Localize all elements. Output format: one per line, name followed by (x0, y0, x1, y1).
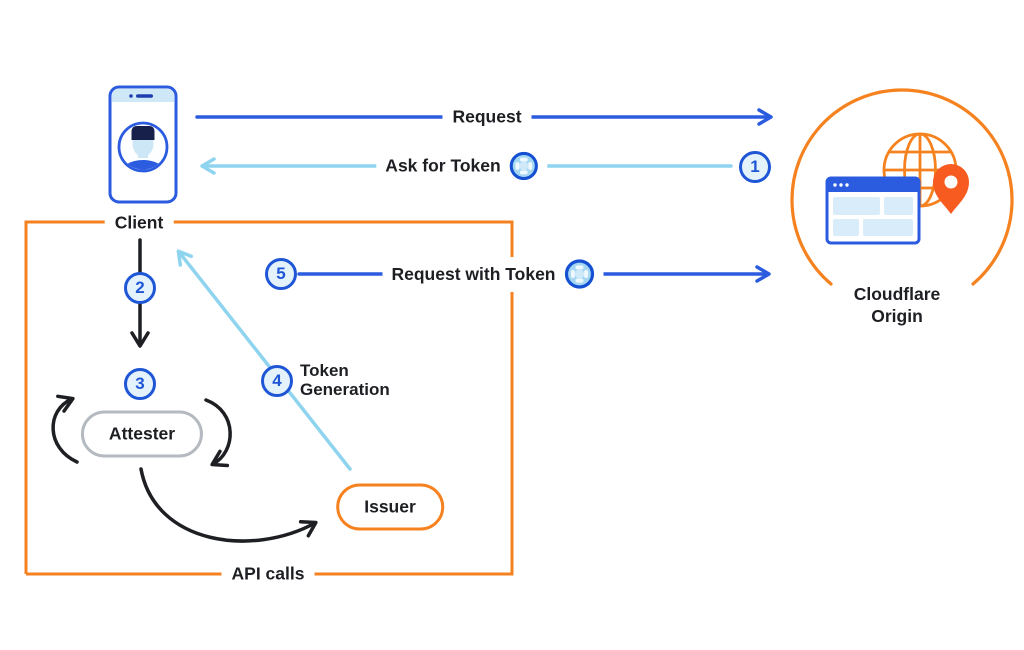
ask-for-token-label: Ask for Token (376, 149, 548, 183)
browser-window-icon (825, 176, 921, 245)
step-badge-1: 1 (739, 151, 771, 183)
attester-node: Attester (80, 410, 204, 458)
api-calls-label: API calls (221, 562, 315, 586)
user-avatar-icon (117, 121, 169, 173)
token-icon (564, 259, 595, 289)
request-with-token-text: Request with Token (391, 263, 556, 284)
attester-loop-right-arrow (204, 398, 232, 468)
attester-loop-left-arrow (51, 394, 79, 464)
token-generation-arrow (176, 249, 352, 471)
attester-to-issuer-arrow (139, 467, 318, 543)
issuer-node: Issuer (336, 483, 444, 531)
step-badge-3: 3 (124, 368, 156, 400)
step-badge-4: 4 (261, 365, 293, 397)
cloudflare-origin-label: Cloudflare Origin (853, 284, 941, 326)
cloudflare-origin-circle (790, 88, 1014, 286)
step-badge-2: 2 (124, 272, 156, 304)
client-phone-icon (108, 85, 178, 204)
location-pin-icon (933, 164, 969, 214)
token-icon (510, 151, 539, 181)
step-badge-5: 5 (265, 258, 297, 290)
api-boundary-box (24, 220, 514, 576)
request-label: Request (442, 105, 532, 129)
client-label: Client (104, 211, 174, 235)
request-with-token-label: Request with Token (382, 257, 604, 291)
ask-for-token-text: Ask for Token (385, 155, 501, 176)
token-generation-label: Token Generation (300, 361, 390, 399)
